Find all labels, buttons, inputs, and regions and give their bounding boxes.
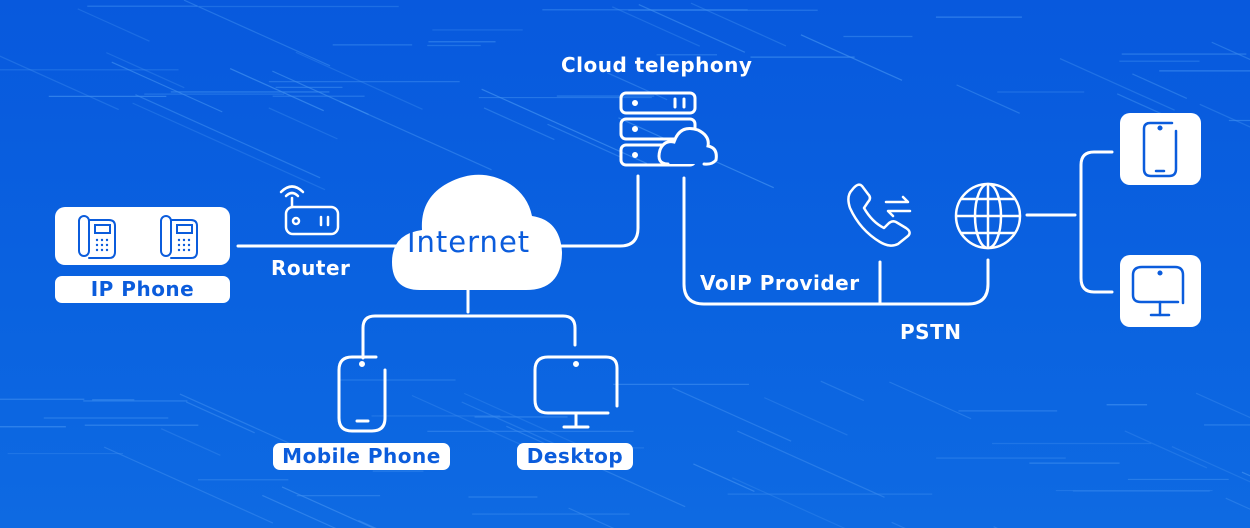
texture-line xyxy=(272,70,369,115)
texture-line xyxy=(611,6,700,47)
texture-line xyxy=(483,107,555,141)
connector-internet-devices xyxy=(361,288,577,360)
texture-line xyxy=(1124,430,1208,469)
texture-line xyxy=(1171,446,1250,483)
texture-line xyxy=(461,401,564,449)
texture-line xyxy=(1211,41,1250,61)
texture-line xyxy=(111,61,223,113)
texture-line xyxy=(1132,73,1188,99)
ip-phone-card xyxy=(55,207,230,265)
texture-line xyxy=(135,94,321,179)
texture-line xyxy=(262,494,337,528)
internet-label: Internet xyxy=(407,225,531,259)
texture-line xyxy=(764,397,848,436)
texture-line xyxy=(889,381,972,420)
router-label: Router xyxy=(271,256,351,280)
connector-cloudtelephony-voip-pstn xyxy=(682,176,990,306)
texture-line xyxy=(672,387,792,442)
desk-phone-icon xyxy=(78,215,198,259)
texture-line xyxy=(103,446,274,524)
remote-smartphone-icon xyxy=(1142,121,1178,178)
texture-line xyxy=(229,68,324,112)
texture-line xyxy=(1116,93,1167,117)
remote-mobile-card xyxy=(1120,113,1201,185)
texture-line xyxy=(185,401,255,434)
phone-transfer-icon xyxy=(847,183,912,247)
texture-line xyxy=(1199,103,1250,128)
texture-line xyxy=(106,52,185,89)
remote-monitor-icon xyxy=(1131,265,1185,317)
texture-line xyxy=(607,72,668,101)
pstn-label: PSTN xyxy=(900,320,962,344)
texture-line xyxy=(0,55,119,111)
texture-line xyxy=(547,123,620,158)
texture-line xyxy=(77,8,150,42)
desktop-icon xyxy=(533,355,619,429)
texture-line xyxy=(281,486,375,528)
texture-line xyxy=(160,428,221,456)
texture-line xyxy=(568,507,615,528)
texture-line xyxy=(1059,58,1175,111)
texture-line xyxy=(268,107,338,140)
texture-line xyxy=(737,430,885,498)
texture-line xyxy=(481,88,648,165)
remote-desktop-card xyxy=(1120,255,1201,327)
connector-branch-remote-devices xyxy=(1079,150,1114,294)
desktop-label: Desktop xyxy=(517,443,633,470)
texture-line xyxy=(1195,392,1250,419)
server-cloud-icon xyxy=(619,91,718,167)
texture-line xyxy=(183,0,331,67)
router-icon xyxy=(279,185,340,236)
texture-line xyxy=(463,392,593,452)
cloud-telephony-label: Cloud telephony xyxy=(561,53,753,77)
texture-line xyxy=(295,51,423,110)
texture-line xyxy=(693,463,755,492)
texture-line xyxy=(638,4,746,53)
texture-line xyxy=(132,102,326,191)
ip-phone-label: IP Phone xyxy=(55,276,230,303)
mobile-phone-icon xyxy=(337,355,387,433)
connector-internet-cloudtelephony xyxy=(550,174,640,248)
globe-icon xyxy=(954,182,1022,250)
texture-line xyxy=(732,477,846,528)
internet-cloud-icon xyxy=(392,174,562,290)
texture-line xyxy=(820,380,865,402)
voip-provider-label: VoIP Provider xyxy=(700,271,860,295)
mobile-phone-label: Mobile Phone xyxy=(273,443,450,470)
texture-line xyxy=(956,84,1020,114)
